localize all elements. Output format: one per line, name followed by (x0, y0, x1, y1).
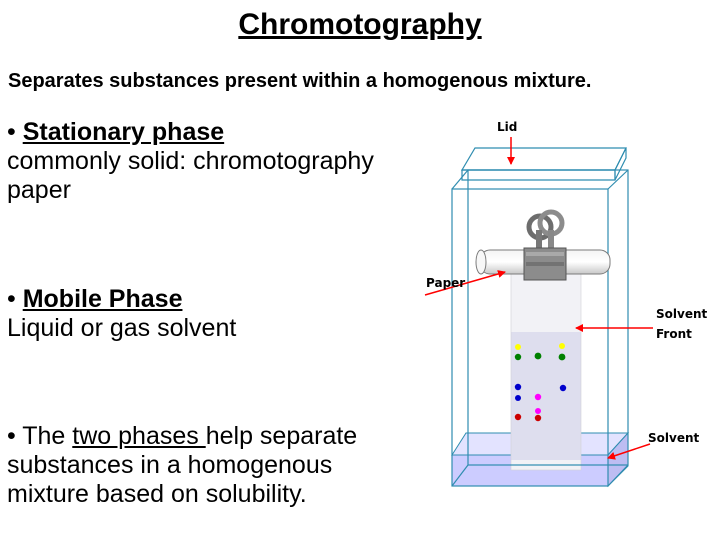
spot-green (558, 353, 566, 361)
spot-magenta (534, 393, 542, 401)
spot-yellow (559, 343, 565, 349)
chromatography-paper (510, 269, 582, 471)
spot-blue (515, 395, 521, 401)
bullet-emphasis: two phases (72, 422, 206, 450)
tank (451, 147, 629, 487)
label-lid: Lid (497, 120, 517, 134)
spot-green (514, 353, 522, 361)
spot-red (514, 413, 522, 421)
bullet-text: Liquid or gas solvent (7, 314, 237, 342)
bullet-heading: Mobile Phase (22, 285, 183, 313)
slide-subtitle: Separates substances present within a ho… (8, 70, 592, 92)
label-solvent: Solvent (648, 431, 700, 445)
sample-spots (514, 343, 567, 422)
paper-arrow (424, 270, 506, 296)
spot-blue (559, 384, 567, 392)
chromatography-diagram: Lid Paper Solvent Front Solvent (424, 120, 708, 488)
slide-title: Chromotography (238, 8, 482, 41)
bullet-text: commonly solid: chromotography paper (7, 147, 374, 204)
bullet-mark: • (7, 118, 23, 146)
bullet-prefix: • The (7, 422, 73, 450)
bullet-mark: • (7, 285, 23, 313)
spot-magenta (535, 408, 541, 414)
bullet-stationary-phase: • Stationary phase commonly solid: chrom… (7, 118, 427, 205)
bullet-mobile-phase: • Mobile Phase Liquid or gas solvent (7, 285, 407, 343)
bullet-suffix: help separate substances in a homogenous… (7, 422, 358, 508)
spot-yellow (515, 344, 521, 350)
label-solvent-front: Solvent (656, 307, 708, 321)
spot-green (534, 352, 542, 360)
spot-red (534, 414, 542, 422)
label-arrows (424, 137, 653, 460)
spot-blue (514, 383, 522, 391)
paper-clip (523, 209, 567, 281)
bullet-heading: Stationary phase (22, 118, 225, 146)
label-solvent-front-line2: Front (656, 327, 692, 341)
solvent-arrow (607, 443, 651, 460)
label-paper: Paper (426, 276, 465, 290)
bullet-two-phases: • The two phases help separate substance… (7, 422, 417, 509)
